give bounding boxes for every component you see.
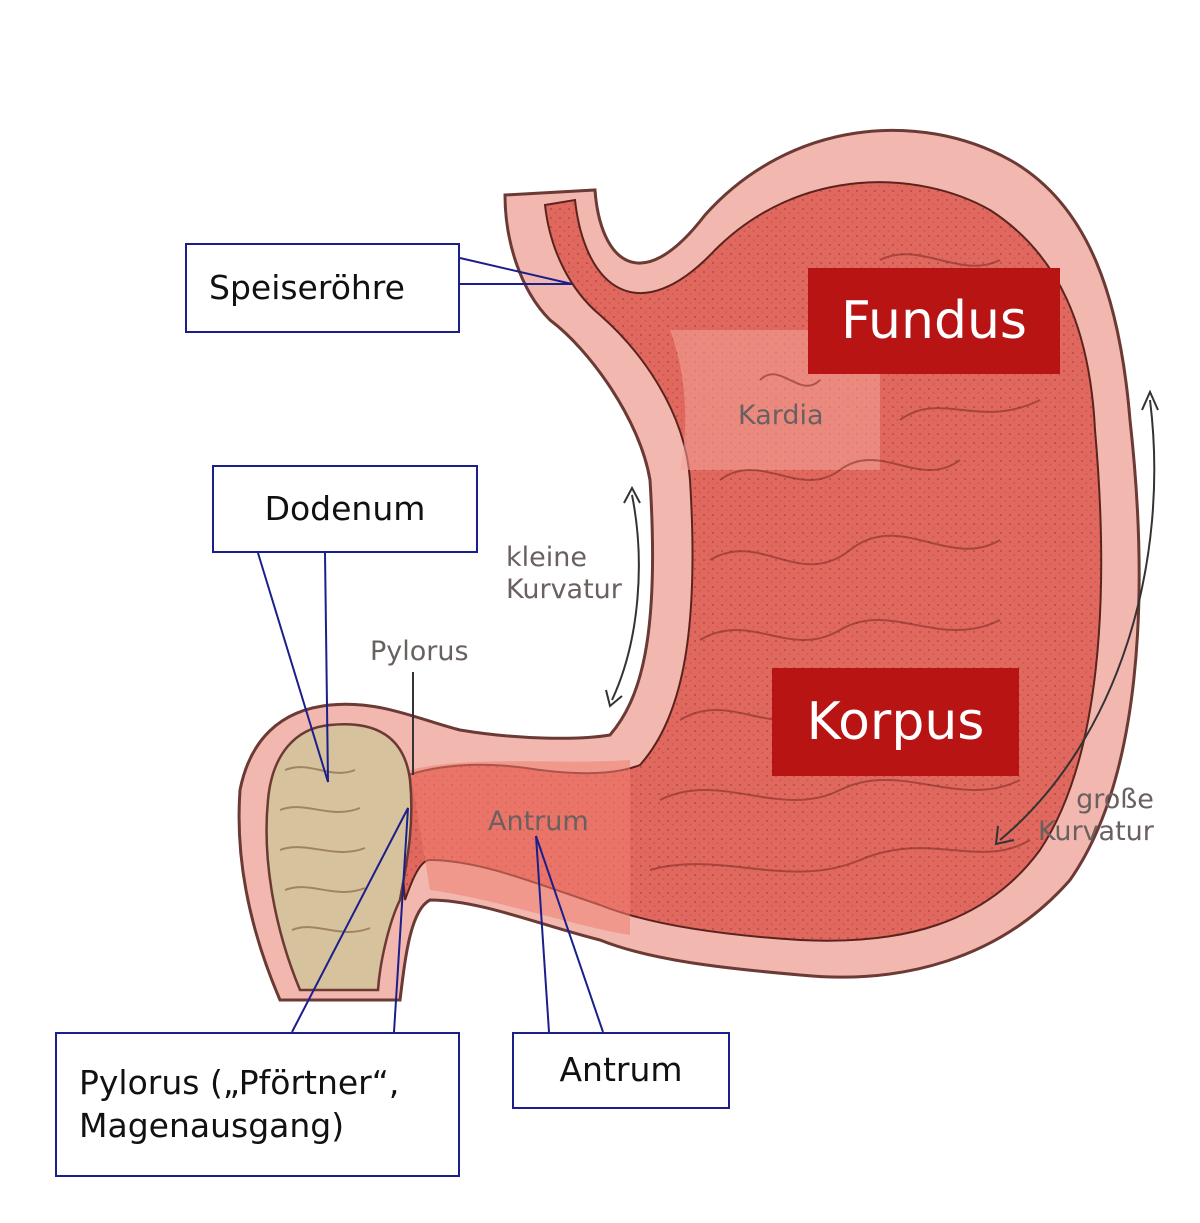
kardia-label: Kardia [738,400,824,431]
antrum-zone [410,760,630,935]
pylorus-illustration-label: Pylorus [370,636,469,667]
duodenum [265,723,413,992]
speiseroehre-callout-text: Speiseröhre [209,267,405,307]
antrum-illustration-label: Antrum [488,806,589,837]
pylorus-callout-text: Pylorus („Pförtner“, Magenausgang) [79,1062,400,1145]
fundus-region-label: Fundus [808,268,1060,374]
pylorus-callout: Pylorus („Pförtner“, Magenausgang) [55,1032,460,1177]
duodenum-folds [279,766,371,933]
grosse-kurvatur-arrow [994,389,1159,846]
kleine-kurvatur-arrow [605,485,641,708]
grosse-kurvatur-label: große Kurvatur [1038,784,1154,848]
dodenum-callout: Dodenum [212,465,478,553]
kleine-kurvatur-label: kleine Kurvatur [506,542,622,606]
antrum-leader [535,835,604,1033]
leader-lines [257,257,604,1033]
korpus-region-label: Korpus [772,668,1019,776]
speiseroehre-leader [459,257,573,285]
speiseroehre-callout: Speiseröhre [185,243,460,333]
pylorus-leader [291,807,409,1033]
dodenum-leader [257,552,329,783]
antrum-callout-text: Antrum [559,1050,683,1090]
antrum-callout: Antrum [512,1032,730,1109]
dodenum-callout-text: Dodenum [264,488,426,528]
